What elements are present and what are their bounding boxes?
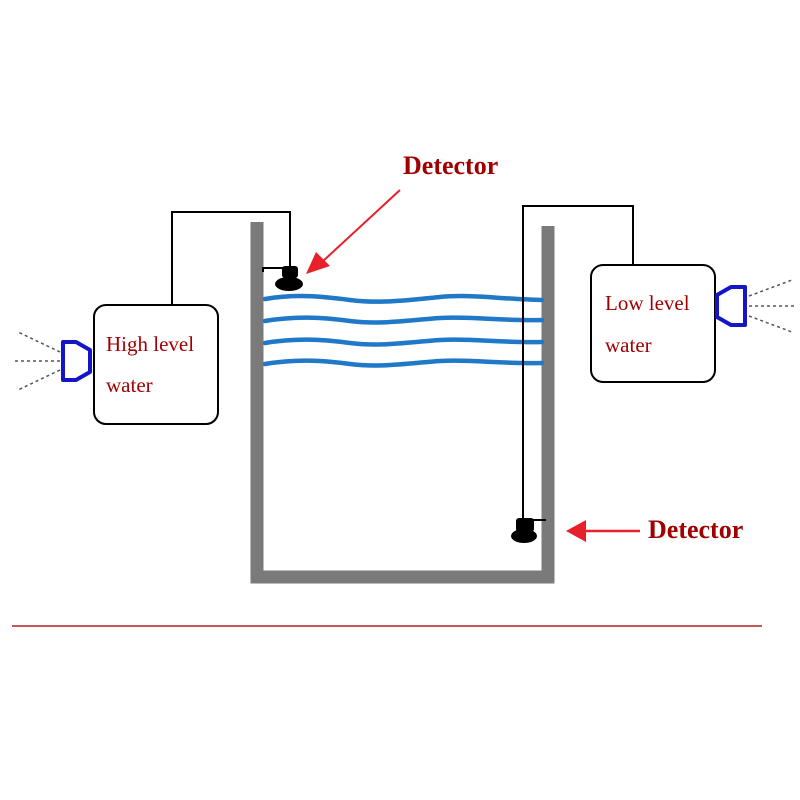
low-level-label-line2: water xyxy=(605,333,652,357)
detector-top-callout: Detector xyxy=(306,151,498,274)
detector-top-label: Detector xyxy=(403,151,498,180)
wires xyxy=(171,205,634,520)
wire-high-level xyxy=(171,211,291,305)
low-level-alarm-box: Low level water xyxy=(590,264,716,383)
speaker-icon xyxy=(715,279,795,333)
high-level-label-line2: water xyxy=(106,373,153,397)
detector-bottom-label: Detector xyxy=(648,515,743,544)
arrow-head xyxy=(566,520,586,542)
water-wave-2 xyxy=(262,315,545,325)
water-wave-3 xyxy=(262,337,545,347)
water-surface xyxy=(262,293,545,368)
tank-wall xyxy=(250,222,555,584)
sound-waves xyxy=(748,279,795,333)
sound-waves xyxy=(14,331,61,391)
water-wave-4 xyxy=(262,358,545,368)
speaker-icon xyxy=(14,331,92,391)
alarm-box-frame xyxy=(590,264,716,383)
wire-low-level xyxy=(522,205,634,520)
arrow-head xyxy=(306,252,330,274)
tank xyxy=(250,222,555,584)
water-wave-1 xyxy=(262,293,545,304)
low-level-label-line1: Low level xyxy=(605,291,690,315)
float-sensor-icon xyxy=(262,266,303,291)
float-sensor-icon xyxy=(511,518,546,543)
high-level-label-line1: High level xyxy=(106,332,194,356)
alarm-box-frame xyxy=(93,304,219,425)
high-level-alarm-box: High level water xyxy=(93,304,219,425)
arrow-shaft xyxy=(321,189,401,263)
detector-bottom-callout: Detector xyxy=(566,515,743,544)
